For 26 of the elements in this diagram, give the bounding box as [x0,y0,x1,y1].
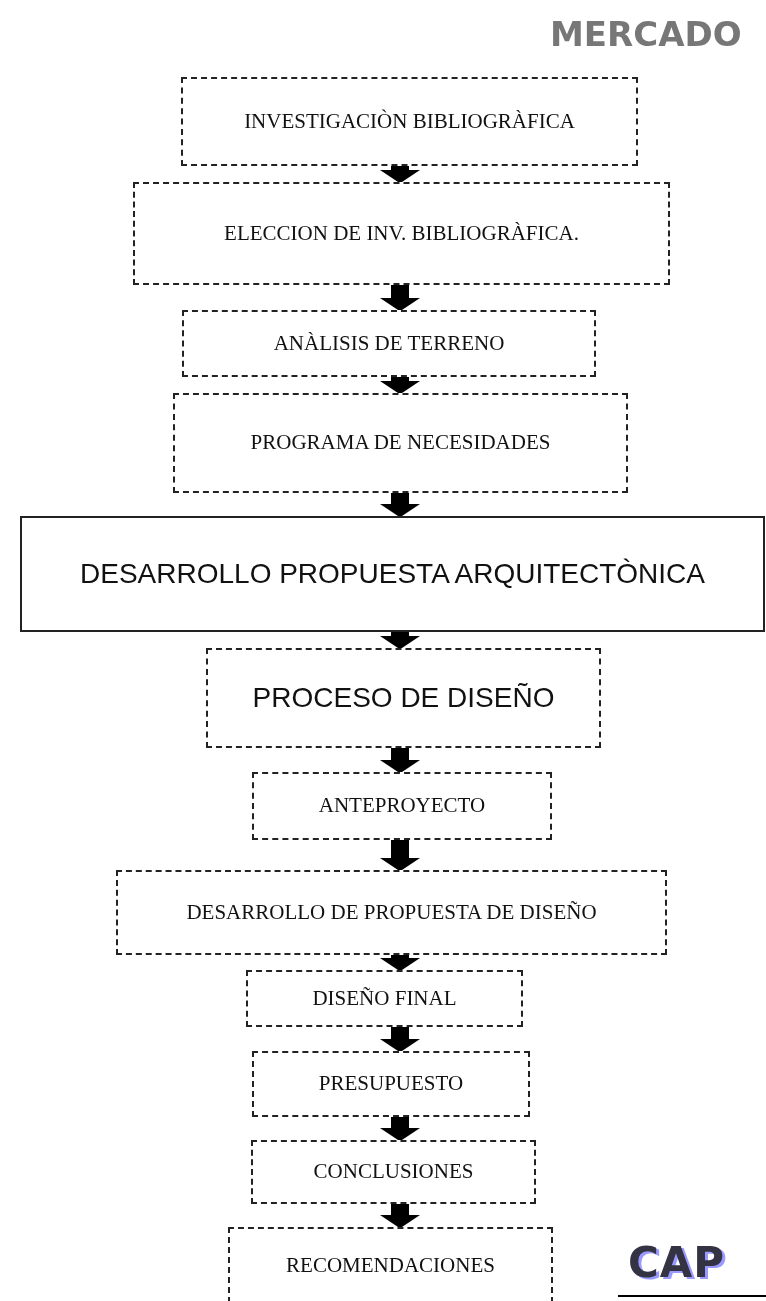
step-label: DISEÑO FINAL [311,984,458,1012]
step-label: ANÀLISIS DE TERRENO [272,329,506,357]
process-box [228,1227,553,1301]
process-box [252,772,552,840]
process-box [252,1051,530,1117]
process-box [182,310,596,377]
process-box [206,648,601,748]
step-label: PROCESO DE DISEÑO [251,680,556,715]
step-label: DESARROLLO DE PROPUESTA DE DISEÑO [185,898,598,926]
step-label: RECOMENDACIONES [285,1252,496,1280]
step-label: PROGRAMA DE NECESIDADES [249,429,552,457]
step-label: PRESUPUESTO [317,1070,465,1098]
process-box [251,1140,536,1204]
process-box [116,870,667,955]
process-box [246,970,523,1027]
header-text: CAP [628,1238,726,1287]
process-box [181,77,638,166]
header-text: MERCADO [550,14,742,54]
process-box [173,393,628,493]
step-label: DESARROLLO PROPUESTA ARQUITECTÒNICA [79,556,706,591]
process-box [20,516,765,632]
step-label: INVESTIGACIÒN BIBLIOGRÀFICA [243,107,576,135]
process-box [133,182,670,285]
step-label: ANTEPROYECTO [317,792,487,820]
step-label: CONCLUSIONES [312,1158,475,1186]
step-label: ELECCION DE INV. BIBLIOGRÀFICA. [223,219,580,247]
